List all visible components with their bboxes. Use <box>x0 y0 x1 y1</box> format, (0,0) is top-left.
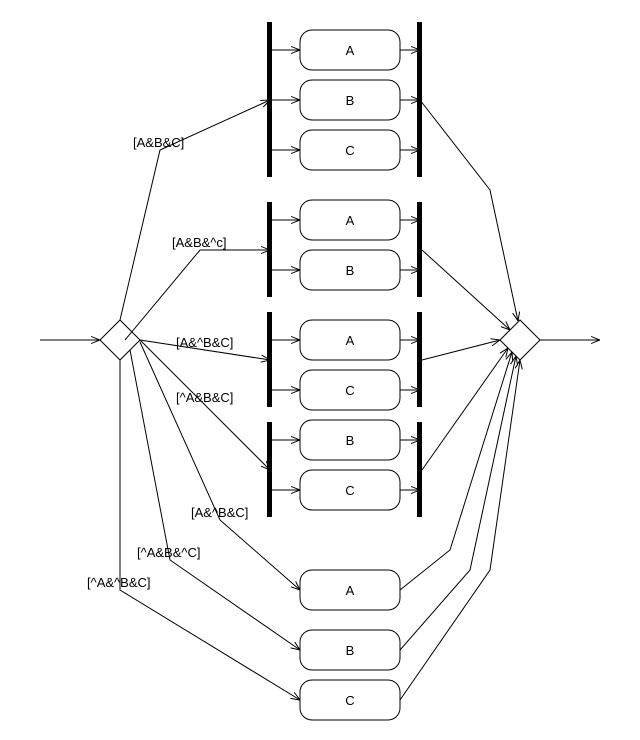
edge-decision-to-bc <box>139 339 270 470</box>
action-label: A <box>346 333 355 348</box>
action-node-b: B <box>299 419 401 461</box>
guard-label-ab-not-c: [A&B&^c] <box>172 235 227 250</box>
action-label: C <box>345 483 354 498</box>
join-bar-ab <box>417 202 422 297</box>
guard-label-a-not-b-c: [A&^B&C] <box>176 335 233 350</box>
edge-single-b-to-merge <box>399 356 516 651</box>
action-label: B <box>346 93 355 108</box>
action-label: C <box>345 693 354 708</box>
join-bar-bc <box>417 422 422 517</box>
action-label: C <box>345 383 354 398</box>
action-node-b: B <box>299 249 401 291</box>
edge-single-a-to-merge <box>399 352 512 591</box>
guard-label-abc: [A&B&C] <box>133 135 184 150</box>
edge-join-ac-to-merge <box>421 340 500 361</box>
action-node-c: C <box>299 129 401 171</box>
guard-label-not-a-b-c: [^A&B&C] <box>176 390 233 405</box>
edge-decision-to-abc <box>119 100 270 321</box>
action-label: B <box>346 643 355 658</box>
edge-decision-to-ac <box>139 339 270 360</box>
action-node-a: A <box>299 569 401 611</box>
edge-decision-to-single-b <box>129 349 300 650</box>
action-node-c: C <box>299 469 401 511</box>
action-label: A <box>346 213 355 228</box>
fork-bar-abc <box>267 22 272 177</box>
action-label: A <box>346 583 355 598</box>
action-node-a: A <box>299 319 401 361</box>
action-node-a: A <box>299 29 401 71</box>
action-node-b: B <box>299 79 401 121</box>
edge-join-ab-to-merge <box>421 249 510 330</box>
action-label: C <box>345 143 354 158</box>
action-label: B <box>346 433 355 448</box>
guard-label-not-a-not-b-c: [^A&^B&C] <box>87 575 151 590</box>
guard-label-not-a-b-not-c: [^A&B&^C] <box>137 545 201 560</box>
action-label: B <box>346 263 355 278</box>
edge-single-c-to-merge <box>399 360 520 701</box>
action-node-b: B <box>299 629 401 671</box>
edge-decision-to-single-a <box>139 341 300 590</box>
decision-node <box>99 319 141 361</box>
action-node-c: C <box>299 679 401 721</box>
guard-label-a-not-b-c-single: [A&^B&C] <box>191 505 248 520</box>
edge-decision-to-single-c <box>119 360 300 700</box>
action-label: A <box>346 43 355 58</box>
edge-join-bc-to-merge <box>421 348 508 471</box>
action-node-c: C <box>299 369 401 411</box>
edge-decision-to-ab <box>124 250 270 341</box>
action-node-a: A <box>299 199 401 241</box>
join-bar-ac <box>417 312 422 407</box>
edge-join-abc-to-merge <box>419 99 518 321</box>
